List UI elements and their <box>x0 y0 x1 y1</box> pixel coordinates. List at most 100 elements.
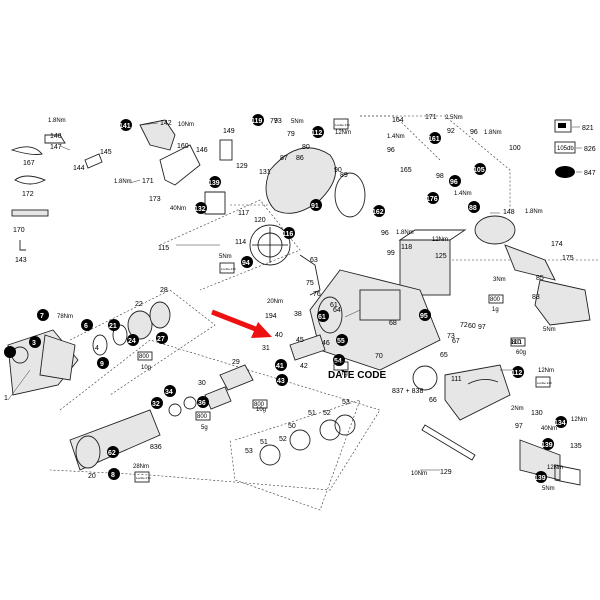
callout-65: 65 <box>440 352 448 359</box>
torque-134: 12Nm <box>571 417 587 423</box>
svg-text:91: 91 <box>311 203 319 210</box>
torque-129: 10Nm <box>411 471 427 477</box>
callout-144: 144 <box>73 165 85 172</box>
svg-text:34: 34 <box>165 389 173 396</box>
svg-text:161: 161 <box>428 136 440 143</box>
part-160-shape <box>159 144 201 186</box>
svg-text:27: 27 <box>157 336 165 343</box>
callout-51b: 51 <box>308 410 316 417</box>
callout-73: 73 <box>447 333 455 340</box>
callout-64: 64 <box>333 307 341 314</box>
part-167-shape <box>10 146 43 155</box>
callout-120: 120 <box>254 217 266 224</box>
svg-text:800: 800 <box>254 402 265 408</box>
svg-text:105: 105 <box>473 167 485 174</box>
loctite-box-4 <box>535 376 551 388</box>
callout-837: 837 + 838 <box>392 388 423 395</box>
part-88-stator <box>474 215 516 245</box>
callout-black-36: 36 <box>197 396 209 408</box>
svg-text:10g: 10g <box>256 407 266 413</box>
callout-129: 129 <box>236 163 248 170</box>
callout-100: 100 <box>509 145 521 152</box>
legend: 821 105db 826 847 <box>554 119 596 178</box>
callout-110: 110 <box>510 339 521 346</box>
svg-text:162: 162 <box>372 209 384 216</box>
torque-148b: 1.8Nm <box>525 209 543 215</box>
callout-53: 53 <box>245 448 253 455</box>
callout-115: 115 <box>158 245 169 252</box>
callout-black-176: 176 <box>426 192 439 204</box>
part-172-shape <box>14 175 47 185</box>
legend-mark-821 <box>558 123 566 128</box>
svg-text:9: 9 <box>100 361 104 368</box>
callout-20: 20 <box>88 473 96 480</box>
part-143-shape <box>19 240 26 251</box>
part-52-ring <box>319 419 341 441</box>
callout-147: 147 <box>50 144 62 151</box>
callout-143: 143 <box>15 257 27 264</box>
torque-labels: 1.8Nm 10Nm 142 5Nm 12Nm 2.5Nm 1.4Nm 1.8N… <box>48 115 587 492</box>
callout-black-41: 41 <box>275 359 287 371</box>
callout-black-6: 6 <box>81 319 93 331</box>
callout-4: 4 <box>95 345 99 352</box>
callout-79: 79 <box>287 131 295 138</box>
callout-black-2 <box>4 346 16 358</box>
svg-text:95: 95 <box>420 313 428 320</box>
part-32-ring <box>168 403 182 417</box>
callout-black-91: 91 <box>310 199 322 211</box>
loctite-box-2 <box>219 262 235 274</box>
part-64-window <box>359 289 401 321</box>
callout-129b: 129 <box>440 469 452 476</box>
callout-98: 98 <box>436 173 444 180</box>
torque-112b: 12Nm <box>538 368 554 374</box>
callout-black-7: 7 <box>37 309 49 321</box>
torque-62: 28Nm <box>133 464 149 470</box>
part-24-holder <box>127 310 153 340</box>
callout-67: 67 <box>452 338 460 345</box>
svg-text:Loctite 270: Loctite 270 <box>221 267 236 271</box>
callout-85: 85 <box>536 275 544 282</box>
legend-label-826: 826 <box>584 146 596 153</box>
callout-black-62: 62 <box>107 446 119 458</box>
callout-black-34: 34 <box>164 385 176 397</box>
svg-text:94: 94 <box>242 260 250 267</box>
svg-text:112: 112 <box>311 130 322 137</box>
legend-db-text: 105db <box>557 146 574 152</box>
svg-text:800: 800 <box>139 354 150 360</box>
part-141-shape <box>139 119 176 151</box>
callout-63: 63 <box>310 257 318 264</box>
callout-black-105: 105 <box>473 163 486 175</box>
torque-171a: 1.8Nm <box>114 179 132 185</box>
callout-66: 66 <box>429 397 437 404</box>
torque-112: 12Nm <box>335 130 351 136</box>
callout-black-55: 55 <box>336 334 348 346</box>
callout-black-27: 27 <box>156 332 168 344</box>
callout-93: 93 <box>274 118 282 125</box>
part-83-cover <box>534 279 591 326</box>
part-116-fan <box>249 224 291 266</box>
part-147-shape <box>44 134 66 144</box>
svg-text:800: 800 <box>197 414 208 420</box>
svg-text:Loctite 270: Loctite 270 <box>335 123 350 127</box>
callout-164: 164 <box>392 117 404 124</box>
callout-76: 76 <box>313 291 321 298</box>
svg-text:36: 36 <box>198 400 206 407</box>
callout-174: 174 <box>551 241 563 248</box>
torque-98: 1.4Nm <box>454 191 472 197</box>
callout-77: 77 <box>270 118 278 125</box>
callout-96b: 96 <box>470 129 478 136</box>
callout-86: 86 <box>296 155 304 162</box>
svg-text:800: 800 <box>490 297 501 303</box>
torque-125: 12Nm <box>432 237 448 243</box>
part-45-ram <box>289 334 326 361</box>
callout-149: 149 <box>223 128 235 135</box>
svg-text:116: 116 <box>282 231 293 238</box>
svg-text:134: 134 <box>554 420 566 427</box>
svg-text:96: 96 <box>450 179 458 186</box>
part-20-end <box>75 435 101 469</box>
svg-text:141: 141 <box>119 123 131 130</box>
